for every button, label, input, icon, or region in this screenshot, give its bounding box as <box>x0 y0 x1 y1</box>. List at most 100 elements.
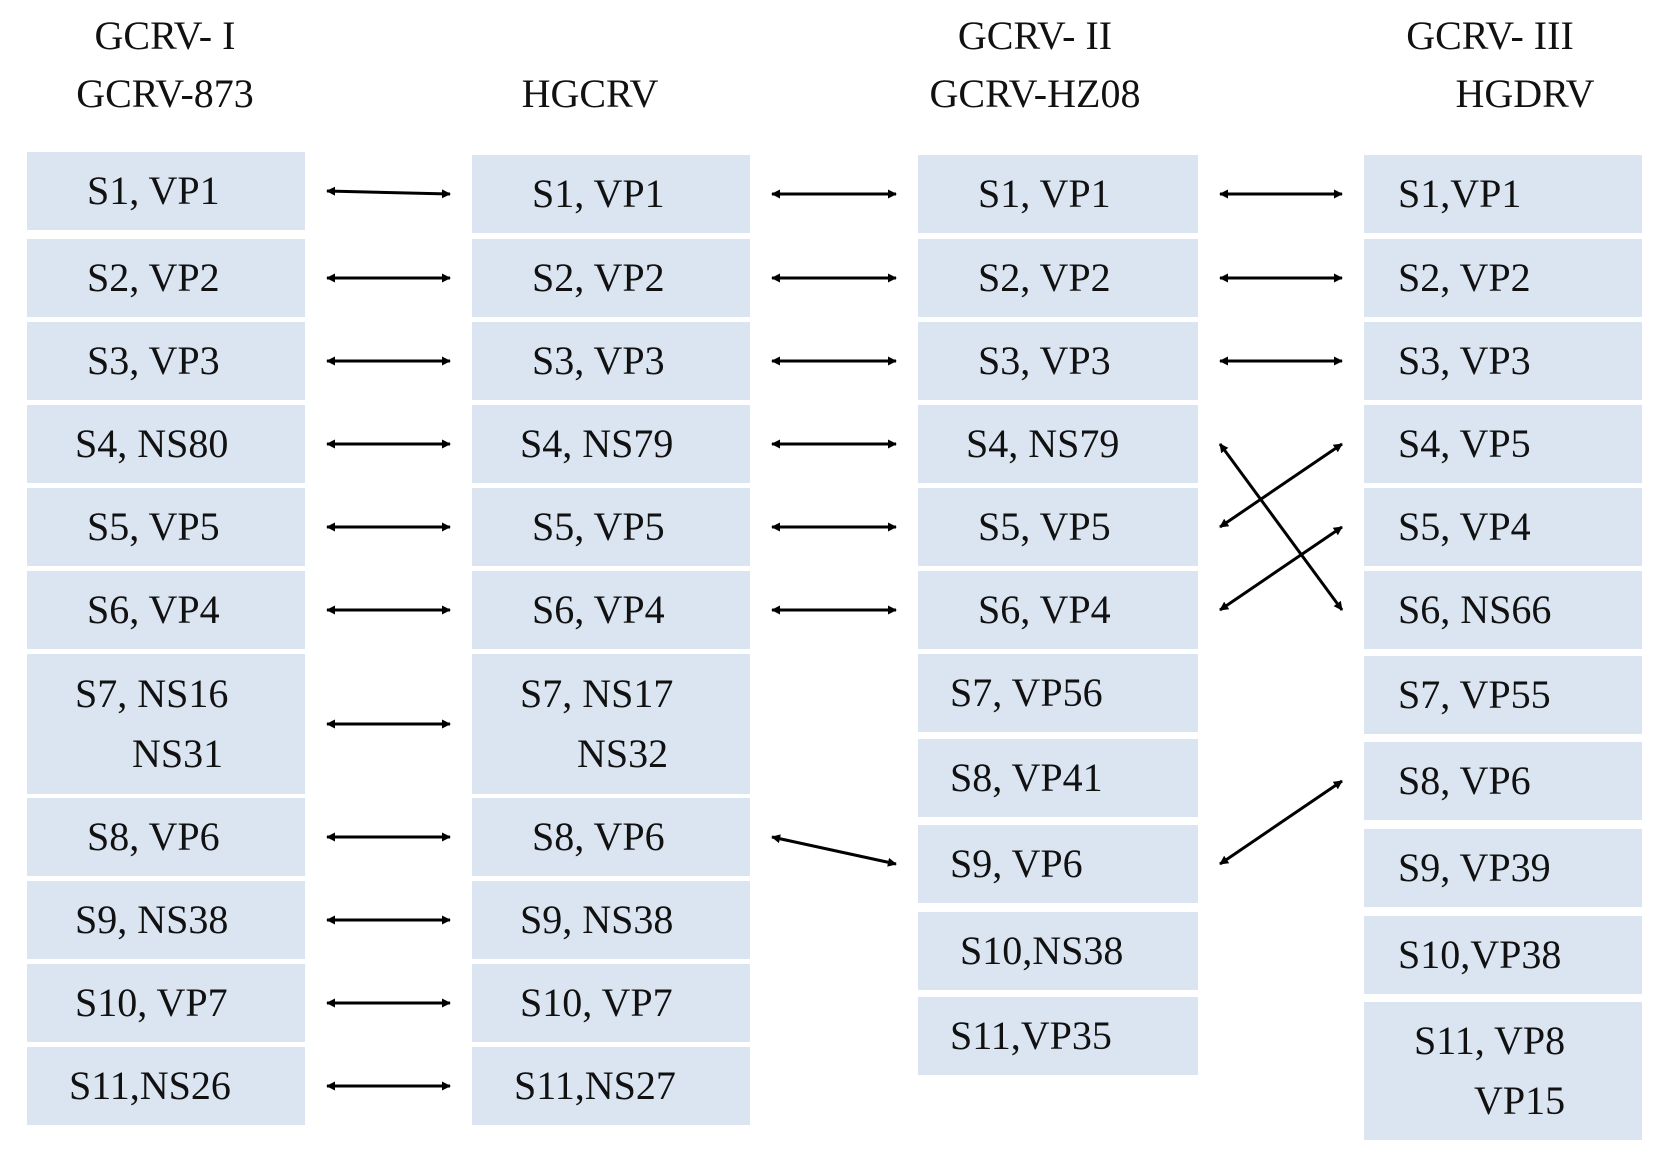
segment-label: S6, VP4 <box>87 587 220 632</box>
segment-box: S1,VP1 <box>1364 155 1642 233</box>
bidirectional-arrow <box>1218 443 1344 611</box>
segment-box: S3, VP3 <box>27 322 305 400</box>
segment-box: S4, NS80 <box>27 405 305 483</box>
segment-label: S1, VP1 <box>978 171 1111 216</box>
segment-box: S5, VP5 <box>472 488 750 566</box>
segment-label: S10, VP7 <box>520 980 673 1025</box>
segment-label: S8, VP6 <box>532 814 665 859</box>
segment-label: S7, NS16 <box>75 671 229 716</box>
segment-label: S4, NS79 <box>520 421 674 466</box>
segment-label: S9, VP39 <box>1398 845 1551 890</box>
segment-label: S10,NS38 <box>960 928 1124 973</box>
segment-label: S6, VP4 <box>978 587 1111 632</box>
segment-box: S3, VP3 <box>1364 322 1642 400</box>
segment-box: S7, VP55 <box>1364 656 1642 734</box>
segment-box: S4, NS79 <box>918 405 1198 483</box>
bidirectional-arrow <box>1219 779 1343 866</box>
segment-box: S9, NS38 <box>27 881 305 959</box>
segment-box: S10, VP7 <box>27 964 305 1042</box>
segment-label: S1, VP1 <box>87 168 220 213</box>
segment-box: S9, NS38 <box>472 881 750 959</box>
bidirectional-arrow <box>1219 525 1343 612</box>
column-title-strain: GCRV-873 <box>76 71 254 116</box>
segment-label-continued: NS32 <box>577 731 669 776</box>
segment-box: S2, VP2 <box>1364 239 1642 317</box>
segment-label: S4, NS79 <box>966 421 1120 466</box>
segment-label: S11,NS27 <box>514 1063 676 1108</box>
segment-label-continued: NS31 <box>132 731 224 776</box>
segment-box: S9, VP39 <box>1364 829 1642 907</box>
segment-box: S10,NS38 <box>918 912 1198 990</box>
column-title-group: GCRV- I <box>94 13 236 58</box>
segment-box: S11,VP35 <box>918 997 1198 1075</box>
segment-box: S1, VP1 <box>27 152 305 230</box>
column-header-4: GCRV- III <box>1355 6 1625 66</box>
bidirectional-arrow <box>1219 442 1343 529</box>
segment-box: S8, VP6 <box>472 798 750 876</box>
segment-label: S5, VP5 <box>87 504 220 549</box>
segment-box: S10, VP7 <box>472 964 750 1042</box>
segment-label: S7, VP56 <box>950 670 1103 715</box>
segment-box: S6, NS66 <box>1364 571 1642 649</box>
segment-label: S4, VP5 <box>1398 421 1531 466</box>
column-header-1: GCRV- I <box>30 6 300 66</box>
segment-box: S1, VP1 <box>472 155 750 233</box>
segment-box: S2, VP2 <box>27 239 305 317</box>
column-header-4-strain: HGDRV <box>1390 64 1655 124</box>
segment-label: S7, NS17 <box>520 671 674 716</box>
segment-label: S2, VP2 <box>532 255 665 300</box>
segment-label: S9, NS38 <box>75 897 229 942</box>
column-header-3: GCRV- II <box>900 6 1170 66</box>
segment-label: S1, VP1 <box>532 171 665 216</box>
segment-box: S5, VP5 <box>918 488 1198 566</box>
segment-box: S6, VP4 <box>918 571 1198 649</box>
segment-box: S11,NS27 <box>472 1047 750 1125</box>
segment-box: S2, VP2 <box>918 239 1198 317</box>
segment-box: S6, VP4 <box>472 571 750 649</box>
segment-box: S3, VP3 <box>472 322 750 400</box>
segment-label: S10, VP7 <box>75 980 228 1025</box>
segment-label: S3, VP3 <box>978 338 1111 383</box>
column-title-group: GCRV- III <box>1406 13 1574 58</box>
segment-label: S11,VP35 <box>950 1013 1112 1058</box>
segment-label: S11,NS26 <box>69 1063 231 1108</box>
segment-label: S11, VP8 <box>1414 1018 1566 1063</box>
column-header-1-strain: GCRV-873 <box>30 64 300 124</box>
bidirectional-arrow <box>326 186 451 199</box>
segment-box: S3, VP3 <box>918 322 1198 400</box>
segment-label: S8, VP6 <box>87 814 220 859</box>
segment-box: S5, VP4 <box>1364 488 1642 566</box>
segment-label: S9, VP6 <box>950 841 1083 886</box>
segment-label: S7, VP55 <box>1398 672 1551 717</box>
column-header-3-strain: GCRV-HZ08 <box>900 64 1170 124</box>
segment-box: S9, VP6 <box>918 825 1198 903</box>
segment-box: S7, VP56 <box>918 654 1198 732</box>
segment-label: S2, VP2 <box>978 255 1111 300</box>
column-title-strain: GCRV-HZ08 <box>929 71 1141 116</box>
column-title-strain: HGCRV <box>521 71 659 116</box>
segment-label: S3, VP3 <box>1398 338 1531 383</box>
segment-label: S10,VP38 <box>1398 932 1562 977</box>
segment-label: S1,VP1 <box>1398 171 1522 216</box>
segment-box: S6, VP4 <box>27 571 305 649</box>
segment-box: S8, VP6 <box>27 798 305 876</box>
segment-box: S10,VP38 <box>1364 916 1642 994</box>
segment-label: S8, VP41 <box>950 755 1103 800</box>
segment-label: S2, VP2 <box>87 255 220 300</box>
segment-label: S3, VP3 <box>532 338 665 383</box>
column-header-2-strain: HGCRV <box>470 64 710 124</box>
column-title-strain: HGDRV <box>1455 71 1595 116</box>
segment-box: S5, VP5 <box>27 488 305 566</box>
segment-box: S8, VP6 <box>1364 742 1642 820</box>
segment-box: S11,NS26 <box>27 1047 305 1125</box>
segment-label: S6, NS66 <box>1398 587 1552 632</box>
segment-label: S5, VP4 <box>1398 504 1531 549</box>
segment-label: S5, VP5 <box>978 504 1111 549</box>
segment-label: S3, VP3 <box>87 338 220 383</box>
segment-label: S4, NS80 <box>75 421 229 466</box>
segment-label: S5, VP5 <box>532 504 665 549</box>
